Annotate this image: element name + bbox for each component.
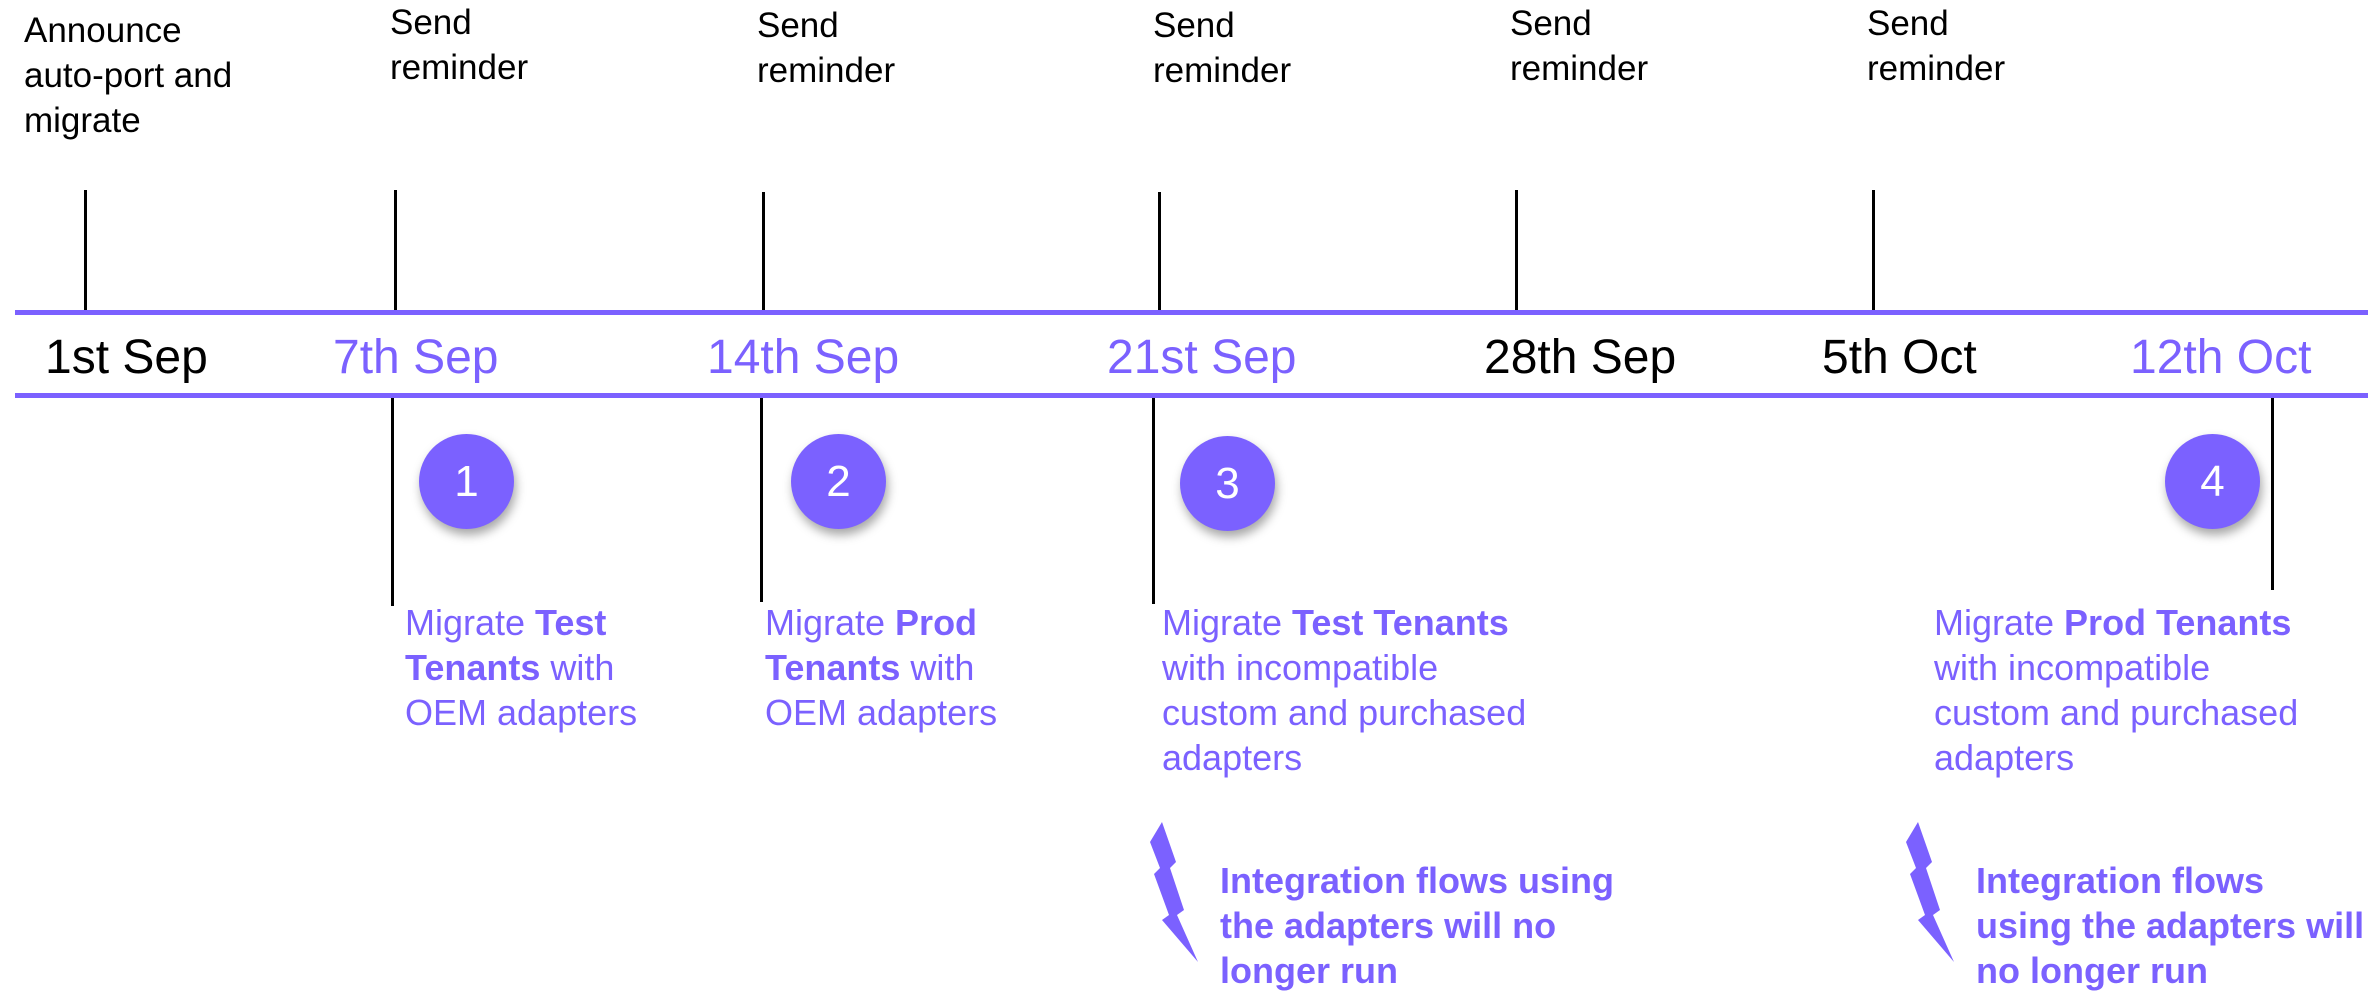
warning-text-1: Integration flows using the adapters wil… [1220, 860, 1614, 991]
date-5th-oct: 5th Oct [1822, 331, 1977, 384]
desc-post: with OEM adapters [765, 647, 998, 733]
milestone-badge-3: 3 [1180, 436, 1275, 531]
milestone-desc-4: Migrate Prod Tenants with incompatible c… [1934, 600, 2334, 780]
date-28th-sep: 28th Sep [1484, 331, 1677, 384]
lightning-bolt-icon [1906, 822, 1954, 962]
top-label-reminder-5: Send reminder [1867, 4, 2006, 88]
desc-bold: Prod Tenants [2064, 602, 2292, 643]
top-tick-14th-sep [762, 192, 765, 312]
desc-pre: Migrate [405, 602, 536, 643]
top-label-reminder-3: Send reminder [1153, 6, 1292, 90]
warning-text-2: Integration flows using the adapters wil… [1976, 860, 2365, 991]
timeline-bottom-line [15, 393, 2368, 398]
timeline-top-line [15, 310, 2368, 315]
bottom-tick-14th-sep [760, 398, 763, 602]
milestone-desc-1: Migrate Test Tenants with OEM adapters [405, 600, 705, 735]
milestone-badge-1: 1 [419, 434, 514, 529]
desc-pre: Migrate [1162, 602, 1293, 643]
top-tick-5th-oct [1872, 190, 1875, 312]
milestone-desc-2: Migrate Prod Tenants with OEM adapters [765, 600, 1065, 735]
top-label-reminder-2: Send reminder [757, 6, 896, 90]
desc-post: with incompatible custom and purchased a… [1162, 647, 1527, 778]
desc-bold: Test Tenants [1292, 602, 1509, 643]
desc-pre: Migrate [765, 602, 896, 643]
top-tick-1st-sep [84, 190, 87, 312]
milestone-badge-2: 2 [791, 434, 886, 529]
date-21st-sep: 21st Sep [1107, 331, 1297, 384]
top-label-reminder-4: Send reminder [1510, 4, 1649, 88]
desc-pre: Migrate [1934, 602, 2065, 643]
desc-post: with OEM adapters [405, 647, 638, 733]
desc-post: with incompatible custom and purchased a… [1934, 647, 2299, 778]
desc-bold: Test Tenants [405, 602, 607, 688]
top-tick-7th-sep [394, 190, 397, 312]
top-label-reminder-1: Send reminder [390, 3, 529, 87]
top-label-announce: Announce auto-port and migrate [24, 11, 233, 140]
date-1st-sep: 1st Sep [45, 331, 208, 384]
milestone-badge-4: 4 [2165, 434, 2260, 529]
bottom-tick-7th-sep [391, 398, 394, 606]
bottom-tick-21st-sep [1152, 398, 1155, 604]
desc-bold: Prod Tenants [765, 602, 978, 688]
date-12th-oct: 12th Oct [2130, 331, 2312, 384]
milestone-desc-3: Migrate Test Tenants with incompatible c… [1162, 600, 1562, 780]
bottom-tick-12th-oct [2271, 398, 2274, 590]
date-14th-sep: 14th Sep [707, 331, 900, 384]
date-7th-sep: 7th Sep [333, 331, 499, 384]
lightning-bolt-icon [1150, 822, 1198, 962]
top-tick-21st-sep [1158, 192, 1161, 312]
top-tick-28th-sep [1515, 190, 1518, 312]
